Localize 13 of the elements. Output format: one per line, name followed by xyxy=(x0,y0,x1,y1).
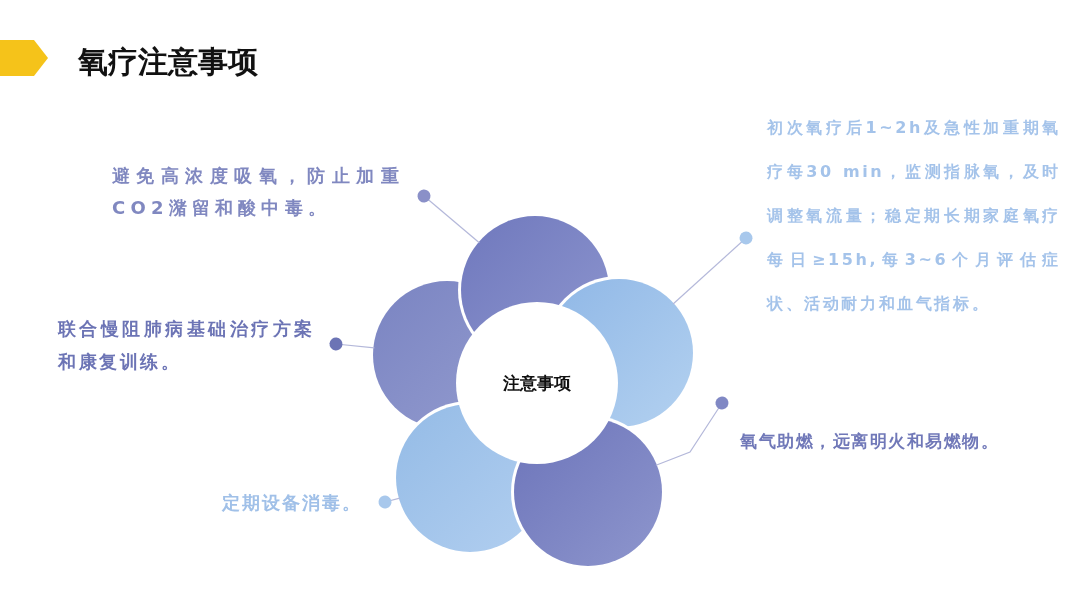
note-text: 联合慢阻肺病基础治疗方案和康复训练。 xyxy=(55,312,337,378)
petal-shape xyxy=(514,422,663,567)
leader-line xyxy=(417,189,480,244)
note-text: 定期设备消毒。 xyxy=(220,488,386,518)
leader-line xyxy=(655,396,729,466)
leader-line xyxy=(329,337,375,351)
leader-line xyxy=(378,495,401,509)
petal-shape xyxy=(373,281,472,423)
title: 氧疗注意事项 xyxy=(78,43,258,81)
note-text: 避免高浓度吸氧，防止加重CO2潴留和酸中毒。 xyxy=(112,160,430,222)
leader-line xyxy=(672,231,753,305)
note-text: 初次氧疗后1~2h及急性加重期氧疗每30 min，监测指脉氧，及时调整氧流量；稳定期长期家庭氧疗每日≥15h,每3~6个月评估症状、活动耐力和血气指标。 xyxy=(745,106,1061,322)
note-text: 氧气助燃，远离明火和易燃物。 xyxy=(718,402,1038,458)
